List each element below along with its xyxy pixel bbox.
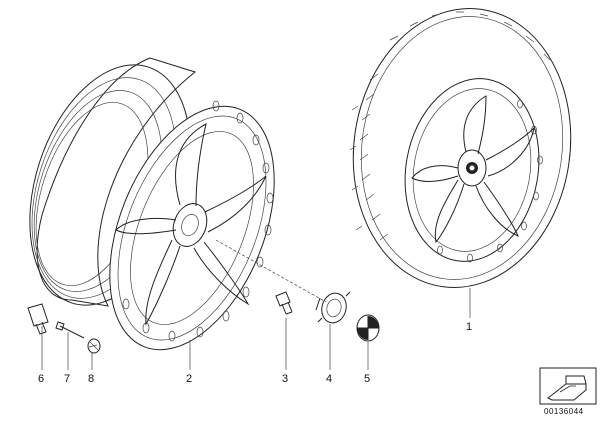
callout-2: 2 xyxy=(186,373,192,385)
hub-cap-drawing xyxy=(315,291,351,324)
callout-3: 3 xyxy=(282,373,288,385)
complete-wheel-drawing xyxy=(349,8,572,288)
leader-lines xyxy=(41,239,471,370)
callout-4: 4 xyxy=(326,373,332,385)
callout-8: 8 xyxy=(88,373,94,385)
callout-5: 5 xyxy=(364,373,370,385)
callout-1: 1 xyxy=(466,321,472,333)
reference-box: 00136044 xyxy=(539,367,597,416)
wheel-bolt-drawing xyxy=(275,291,293,315)
reference-number: 00136044 xyxy=(544,407,584,416)
emblem-drawing xyxy=(356,314,380,342)
callout-7: 7 xyxy=(64,373,70,385)
valve-insert-drawing xyxy=(55,321,85,339)
callout-6: 6 xyxy=(38,373,44,385)
valve-cap-drawing xyxy=(87,338,101,354)
valve-drawing xyxy=(27,303,49,335)
part-shape-icon xyxy=(547,375,587,401)
rim-drawing xyxy=(29,57,275,351)
